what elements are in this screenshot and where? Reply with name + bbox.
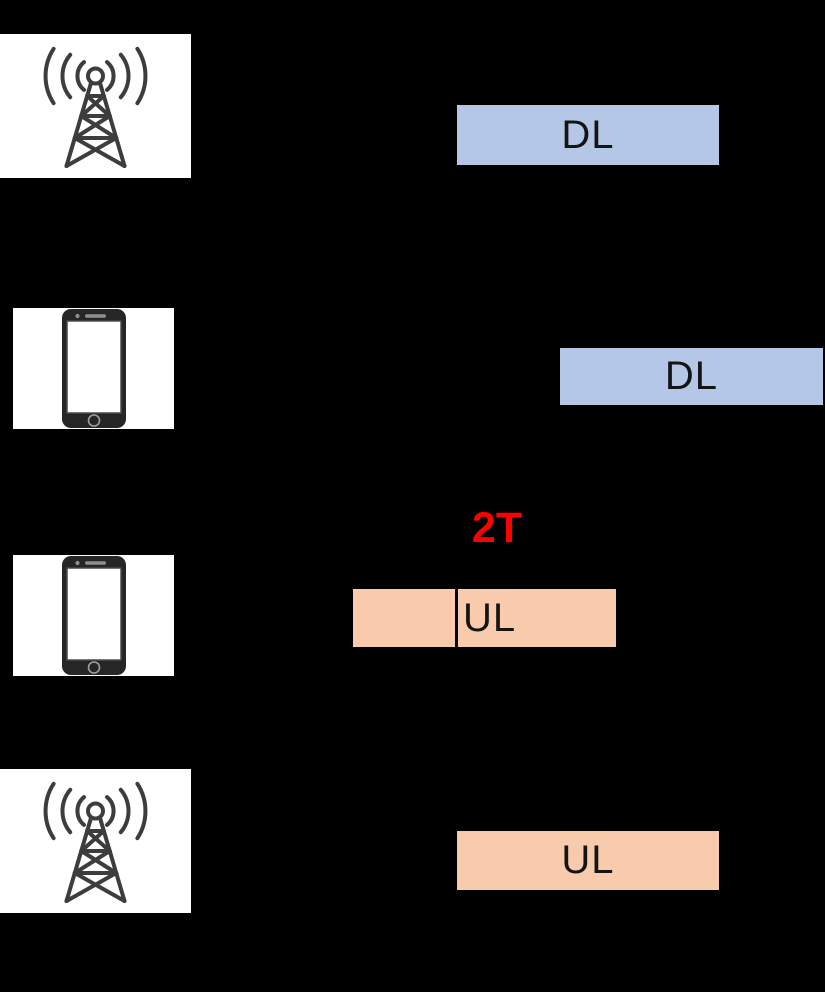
- dl-slot-gnb-tx-label: DL: [561, 112, 615, 157]
- smartphone-icon: [62, 309, 126, 428]
- ue-panel-tx: [13, 555, 174, 676]
- ul-slot-gnb-rx: UL: [457, 831, 719, 890]
- ul-slot-gnb-rx-label: UL: [561, 838, 615, 882]
- cell-tower-icon: [43, 781, 148, 903]
- ue-panel-rx: [13, 308, 174, 429]
- cell-tower-icon: [43, 46, 148, 168]
- ul-slot-ue-tx: UL: [353, 589, 616, 647]
- dl-slot-ue-rx-label: DL: [664, 354, 719, 398]
- slot-boundary-line: [455, 589, 458, 647]
- dl-slot-ue-rx: DL: [560, 348, 823, 405]
- ul-slot-ue-tx-label: UL: [463, 595, 517, 640]
- smartphone-icon: [62, 556, 126, 675]
- base-station-panel-top: [0, 34, 191, 178]
- base-station-panel-bottom: [0, 769, 191, 913]
- dl-slot-gnb-tx: DL: [457, 105, 719, 165]
- timing-advance-label: 2T: [471, 504, 523, 552]
